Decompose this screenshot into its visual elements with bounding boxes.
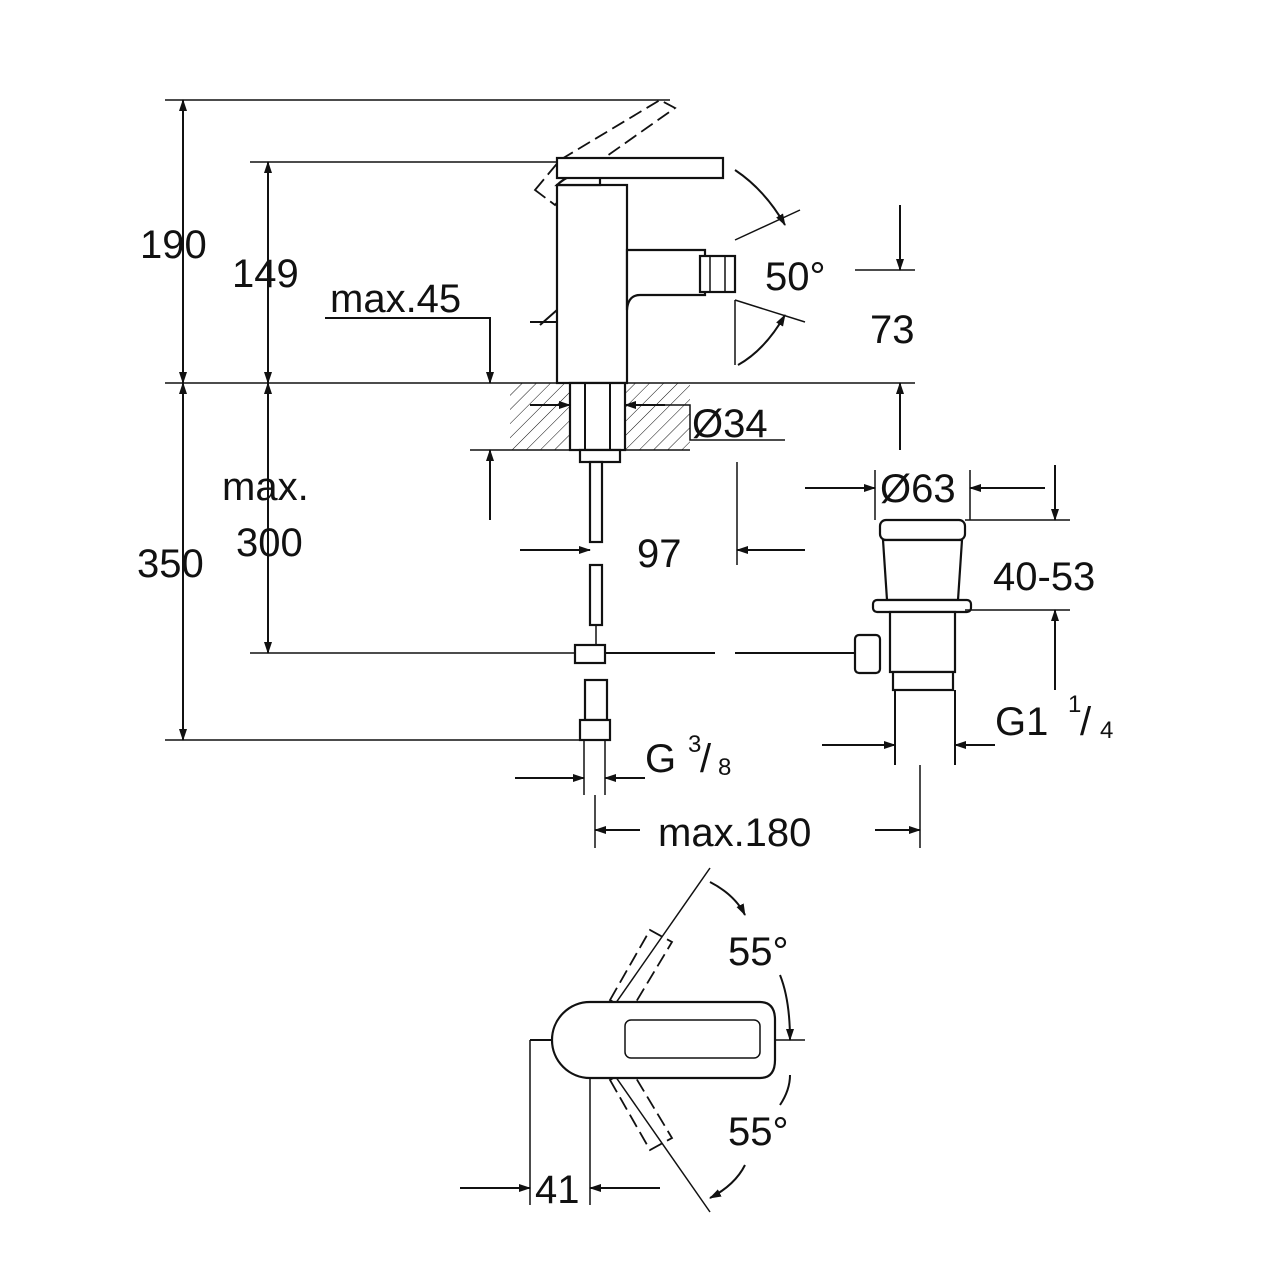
countertop-section: Ø34 xyxy=(510,381,785,464)
g114-num: 1 xyxy=(1068,691,1081,718)
dimension-149-300: 149 max. 300 xyxy=(222,161,309,654)
dim-50deg: 50° xyxy=(765,255,826,299)
dim-350: 350 xyxy=(137,542,204,586)
supply-hoses xyxy=(573,460,860,795)
dim-97: 97 xyxy=(637,532,682,576)
g38-num: 3 xyxy=(688,731,701,758)
dimension-max180: max.180 xyxy=(594,765,921,855)
dim-73: 73 xyxy=(870,308,915,352)
g38-den: 8 xyxy=(718,754,731,781)
dimension-d63: Ø63 xyxy=(805,467,1045,511)
angle-50: 50° xyxy=(734,169,826,366)
dim-41: 41 xyxy=(535,1168,580,1212)
dim-149: 149 xyxy=(232,252,299,296)
dim-300: 300 xyxy=(236,521,303,565)
g114-slash: / xyxy=(1080,700,1092,744)
dim-max45: max.45 xyxy=(330,277,461,321)
g38-slash: / xyxy=(700,737,712,781)
dimension-g38: G 3 / 8 xyxy=(515,731,731,782)
dimension-max45: max.45 xyxy=(325,277,690,520)
dimension-73: 73 xyxy=(870,205,915,450)
g114-den: 4 xyxy=(1100,717,1113,744)
dimension-40-53: 40-53 xyxy=(965,465,1095,690)
dim-max-label: max. xyxy=(222,465,309,509)
dim-max180: max.180 xyxy=(658,811,811,855)
dimension-97: 97 xyxy=(520,462,805,576)
dim-55-bottom: 55° xyxy=(728,1110,789,1154)
dim-d63: Ø63 xyxy=(880,467,956,511)
drain-assembly xyxy=(853,470,973,765)
dim-g: G xyxy=(645,737,676,781)
dim-55-top: 55° xyxy=(728,930,789,974)
lever-raised-outline xyxy=(533,98,677,207)
dimension-g114: G1 1 / 4 xyxy=(822,691,1113,749)
dim-d34: Ø34 xyxy=(692,402,768,446)
dim-190: 190 xyxy=(140,223,207,267)
dim-g1: G1 xyxy=(995,700,1048,744)
dim-40-53: 40-53 xyxy=(993,555,1095,599)
top-view: 55° 55° 41 xyxy=(460,867,805,1213)
faucet-body xyxy=(530,156,737,385)
dimension-190-350: 190 350 xyxy=(137,99,207,741)
